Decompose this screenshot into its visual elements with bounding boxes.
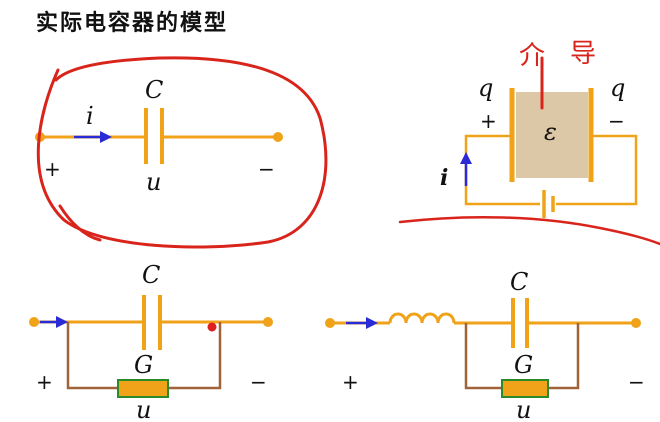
series-plus-sign: + [342,370,359,394]
series-inductor-coil [388,312,456,324]
ideal-current-arrow-head [100,131,112,143]
series-conductance [501,379,549,398]
parallel-terminal-left [29,317,39,327]
parallel-lead-left [66,322,118,390]
parallel-model-diagram: C G u + − [29,261,273,422]
series-lead-left [464,323,502,390]
hand-annotations: 介 导 [36,39,660,249]
series-conductance-label: G [514,351,533,379]
page-title: 实际电容器的模型 [36,10,228,36]
physical-capacitor-diagram: q q + − ε i [440,74,638,218]
ideal-current-label: i [86,102,94,130]
parallel-voltage-label: u [136,396,151,422]
series-voltage-label: u [516,396,531,422]
series-minus-sign: − [628,370,645,394]
series-lead-right [548,323,580,390]
pointer-dot [207,322,217,332]
parallel-minus-sign: − [250,370,267,394]
physical-loop-right [556,134,638,206]
charge-right-label: q [610,74,625,102]
series-terminal-right [631,318,641,328]
parallel-capacitor-label: C [142,261,160,289]
ideal-plus-sign: + [44,157,61,181]
highlight-circle-tail [58,204,102,242]
annotation-char-1: 介 [519,41,545,71]
charge-left-label: q [478,74,493,102]
annotation-char-2: 导 [570,39,596,69]
parallel-plus-sign: + [36,370,53,394]
ideal-capacitor-diagram: C i u + − [35,76,283,196]
dielectric-block [516,92,588,178]
annotation-underline [398,215,660,246]
physical-current-label: i [440,165,448,191]
physical-current-arrow-head [460,152,472,164]
series-terminal-left [325,318,335,328]
series-model-diagram: C G u + − [325,268,645,422]
physical-minus-sign: − [608,109,625,133]
ideal-minus-sign: − [258,157,275,181]
parallel-conductance-label: G [134,351,153,379]
ideal-voltage-label: u [146,168,161,196]
dielectric-label: ε [544,118,557,146]
physical-plus-sign: + [480,109,497,133]
highlight-circle [36,56,328,249]
series-capacitor-label: C [510,268,528,296]
series-current-arrow-head [366,317,378,329]
ideal-terminal-right [273,132,283,142]
ideal-capacitor-label: C [145,76,163,104]
parallel-terminal-right [263,317,273,327]
parallel-current-arrow-head [56,316,68,328]
parallel-lead-right [168,322,222,390]
parallel-conductance [117,379,169,398]
